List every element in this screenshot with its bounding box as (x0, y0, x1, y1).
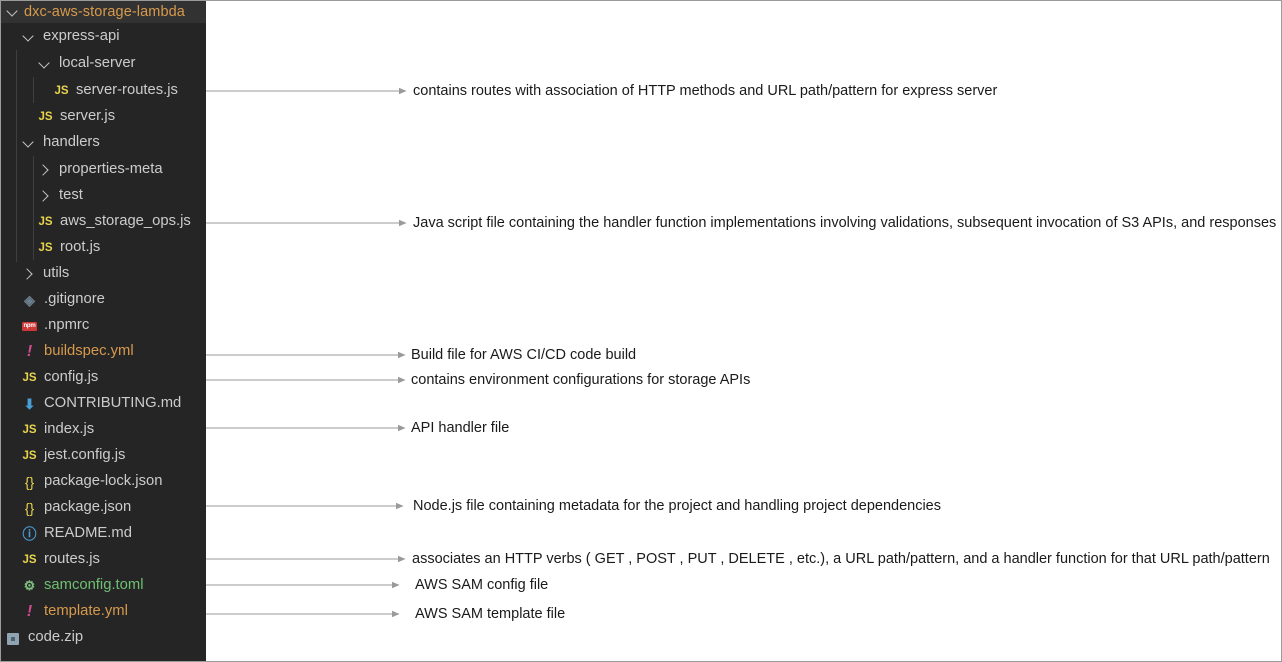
tree-item-label: utils (43, 265, 70, 282)
chevron-down-icon[interactable] (37, 56, 53, 72)
js-icon: JS (22, 553, 37, 566)
chevron-right-icon[interactable] (37, 162, 53, 178)
tree-item-test[interactable]: test (1, 182, 206, 209)
annotation-text: AWS SAM config file (415, 577, 549, 593)
tree-item-index-js[interactable]: JS index.js (1, 416, 206, 443)
chevron-down-icon[interactable] (21, 135, 37, 151)
annotation-text: Build file for AWS CI/CD code build (411, 347, 637, 363)
js-icon: JS (38, 110, 53, 123)
annotation-text: API handler file (411, 420, 510, 436)
tree-item-routes-js[interactable]: JS routes.js (1, 546, 206, 573)
tree-item-server-js[interactable]: JS server.js (1, 103, 206, 130)
js-icon: JS (22, 449, 37, 462)
tree-item-label: server.js (60, 108, 116, 125)
tree-item-buildspec-yml[interactable]: ! buildspec.yml (1, 338, 206, 365)
info-circle-icon: ⓘ (22, 525, 37, 542)
tree-item-jest-config-js[interactable]: JS jest.config.js (1, 442, 206, 469)
tree-item-label: template.yml (44, 603, 128, 620)
tree-item-label: package-lock.json (44, 473, 163, 490)
json-braces-icon: {} (24, 499, 35, 516)
tree-item-label: README.md (44, 525, 132, 542)
tree-item-contributing-md[interactable]: ⬇ CONTRIBUTING.md (1, 390, 206, 417)
tree-item-label: local-server (59, 55, 136, 72)
tree-item-label: routes.js (44, 551, 100, 568)
tree-item-label: properties-meta (59, 161, 163, 178)
tree-item-label: code.zip (28, 629, 84, 646)
npm-icon: npm (22, 321, 37, 331)
js-icon: JS (38, 241, 53, 254)
tree-item-utils[interactable]: utils (1, 260, 206, 287)
tree-item-code-zip[interactable]: code.zip (1, 624, 206, 651)
tree-item-label: server-routes.js (76, 82, 178, 99)
annotation-text: contains environment configurations for … (411, 372, 751, 388)
tree-item-readme-md[interactable]: ⓘ README.md (1, 520, 206, 547)
tree-item-properties-meta[interactable]: properties-meta (1, 156, 206, 183)
js-icon: JS (22, 371, 37, 384)
markdown-down-arrow-icon: ⬇ (23, 395, 36, 412)
tree-item-package-json[interactable]: {} package.json (1, 494, 206, 521)
chevron-down-icon[interactable] (21, 29, 37, 45)
indent-guide (33, 156, 34, 260)
js-icon: JS (22, 423, 37, 436)
tree-item-label: express-api (43, 28, 120, 45)
tree-item-aws-storage-ops-js[interactable]: JS aws_storage_ops.js (1, 208, 206, 235)
chevron-right-icon[interactable] (21, 266, 37, 282)
tree-item-local-server[interactable]: local-server (1, 50, 206, 77)
gear-icon: ⚙ (23, 577, 36, 593)
yaml-icon: ! (26, 342, 33, 360)
tree-item-label: handlers (43, 134, 100, 151)
annotation-text: contains routes with association of HTTP… (413, 83, 998, 99)
json-braces-icon: {} (24, 473, 35, 490)
tree-item-label: .npmrc (44, 317, 90, 334)
annotation-text: Node.js file containing metadata for the… (413, 498, 941, 514)
tree-item-label: package.json (44, 499, 132, 516)
indent-guide (33, 77, 34, 103)
tree-item-template-yml[interactable]: ! template.yml (1, 598, 206, 625)
tree-item-label: jest.config.js (44, 447, 126, 464)
tree-item-server-routes-js[interactable]: JS server-routes.js (1, 77, 206, 104)
chevron-down-icon[interactable] (5, 4, 21, 20)
annotation-text: associates an HTTP verbs ( GET , POST , … (412, 551, 1270, 567)
tree-item-gitignore[interactable]: ◈ .gitignore (1, 286, 206, 313)
annotation-text: Java script file containing the handler … (413, 215, 1277, 231)
chevron-right-icon[interactable] (37, 188, 53, 204)
tree-item-root-js[interactable]: JS root.js (1, 234, 206, 261)
tree-item-express-api[interactable]: express-api (1, 23, 206, 50)
tree-item-npmrc[interactable]: npm .npmrc (1, 312, 206, 339)
tree-item-label: config.js (44, 369, 99, 386)
tree-item-label: aws_storage_ops.js (60, 213, 191, 230)
tree-item-handlers[interactable]: handlers (1, 129, 206, 156)
tree-item-label: .gitignore (44, 291, 105, 308)
tree-item-label: samconfig.toml (44, 577, 144, 594)
js-icon: JS (38, 215, 53, 228)
tree-item-label: CONTRIBUTING.md (44, 395, 182, 412)
git-icon: ◈ (24, 291, 35, 308)
tree-item-package-lock-json[interactable]: {} package-lock.json (1, 468, 206, 495)
tree-item-label: root.js (60, 239, 101, 256)
tree-item-samconfig-toml[interactable]: ⚙ samconfig.toml (1, 572, 206, 599)
js-icon: JS (54, 84, 69, 97)
yaml-icon: ! (26, 602, 33, 620)
indent-guide (16, 50, 17, 262)
tree-item-label: test (59, 187, 83, 204)
annotation-text: AWS SAM template file (415, 606, 566, 622)
file-explorer-panel: dxc-aws-storage-lambda express-api local-… (1, 1, 206, 661)
tree-item-label: buildspec.yml (44, 343, 134, 360)
tree-item-config-js[interactable]: JS config.js (1, 364, 206, 391)
explorer-root-header[interactable]: dxc-aws-storage-lambda (1, 1, 206, 23)
tree-item-label: index.js (44, 421, 95, 438)
archive-icon (5, 630, 22, 646)
explorer-root-label: dxc-aws-storage-lambda (24, 4, 185, 20)
